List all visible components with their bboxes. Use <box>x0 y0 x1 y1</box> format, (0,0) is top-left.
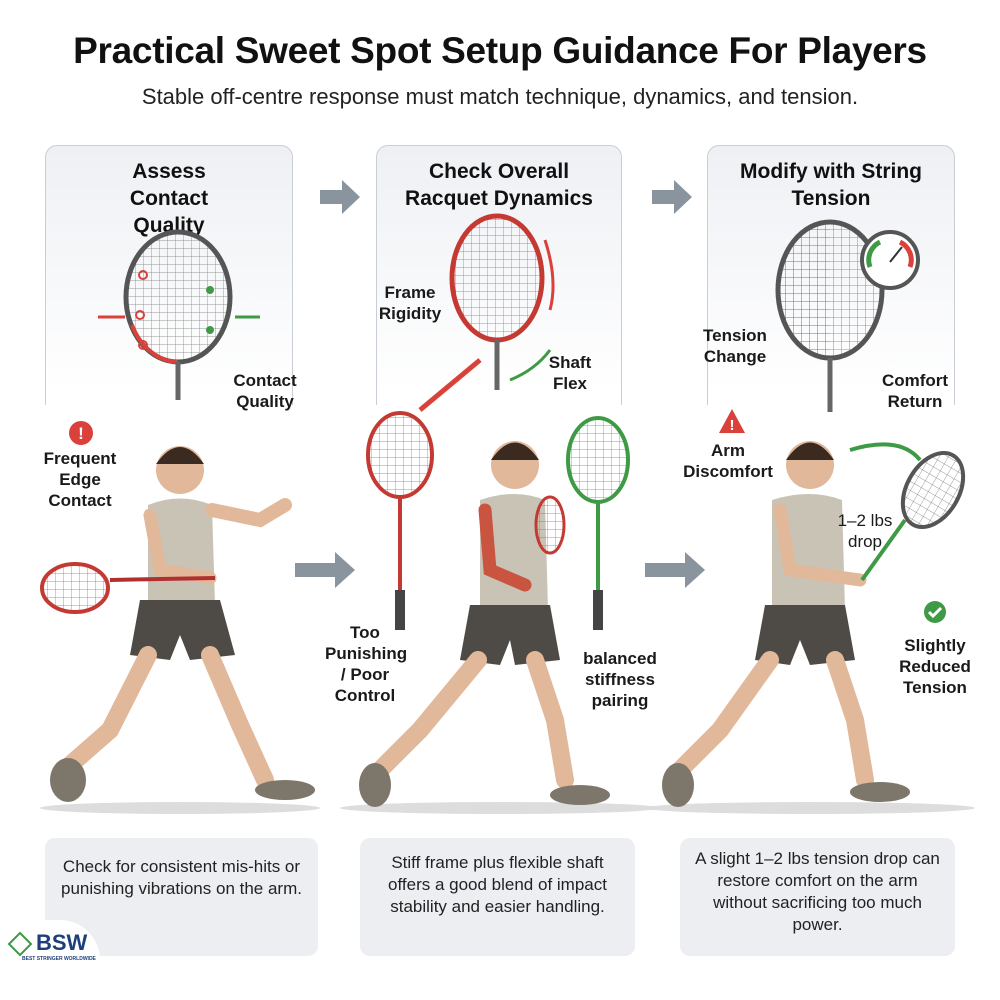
racquet-tension-icon <box>775 219 920 412</box>
racquet-contact-icon <box>98 229 260 400</box>
arrow-right-icon <box>320 180 360 214</box>
comfort-return-label: Comfort Return <box>881 371 949 411</box>
step-2-title: Check Overall Racquet Dynamics <box>405 160 593 210</box>
balanced-stiffness-label: balanced stiffness pairing <box>583 649 657 710</box>
tension-change-label: Tension Change <box>703 326 767 366</box>
step-3-description: A slight 1–2 lbs tension drop can restor… <box>680 838 955 956</box>
warning-icon: ! <box>719 409 745 434</box>
check-icon <box>924 601 946 623</box>
lbs-drop-label: 1–2 lbs drop <box>837 511 893 551</box>
frame-rigidity-label: Frame Rigidity <box>378 283 442 323</box>
player-3-illustration <box>645 441 975 814</box>
svg-text:!: ! <box>78 424 84 443</box>
racquet-dynamics-icon <box>418 213 555 412</box>
too-punishing-label: Too Punishing / Poor Control <box>325 623 408 705</box>
arrow-right-icon <box>645 552 705 588</box>
page-subtitle: Stable off-centre response must match te… <box>141 84 859 109</box>
gauge-icon <box>860 230 920 290</box>
page-title: Practical Sweet Spot Setup Guidance For … <box>73 30 927 71</box>
arrow-right-icon <box>295 552 355 588</box>
logo-tagline: BEST STRINGER WORLDWIDE <box>22 956 96 962</box>
logo-text: BSW <box>36 930 88 955</box>
svg-text:!: ! <box>730 417 735 434</box>
step-3-title: Modify with String Tension <box>740 160 922 210</box>
shaft-flex-label: Shaft Flex <box>548 353 592 393</box>
logo-mark-icon <box>7 931 33 957</box>
player-2-illustration <box>340 411 660 814</box>
logo: BSW BEST STRINGER WORLDWIDE <box>0 920 100 1000</box>
alert-icon: ! <box>69 421 93 445</box>
contact-quality-label: Contact Quality <box>233 371 297 411</box>
arrow-right-icon <box>652 180 692 214</box>
step-2-description: Stiff frame plus flexible shaft offers a… <box>360 838 635 956</box>
arm-discomfort-label: Arm Discomfort <box>683 441 773 481</box>
reduced-tension-label: Slightly Reduced Tension <box>899 636 971 697</box>
player-1-illustration <box>40 446 320 814</box>
frequent-edge-contact-label: Frequent Edge Contact <box>43 449 117 510</box>
